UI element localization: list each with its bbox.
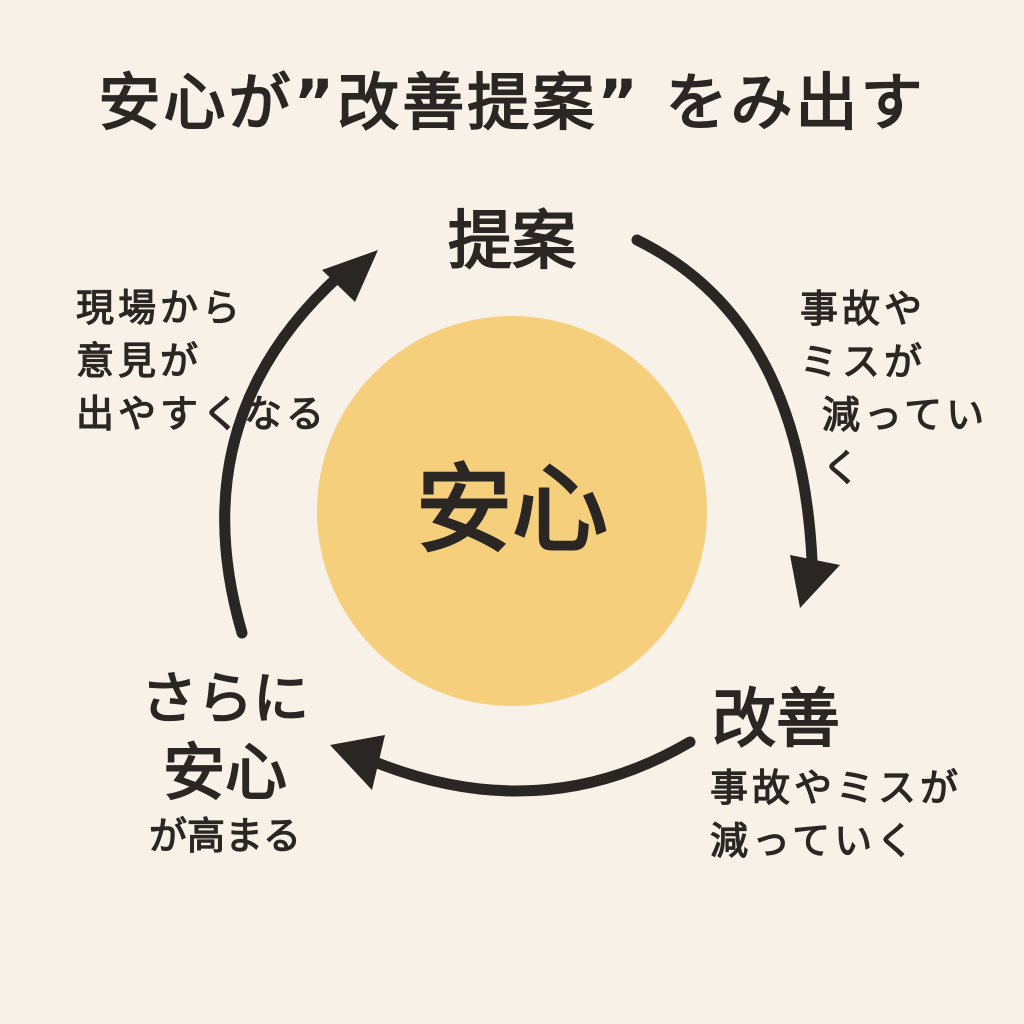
arrow-safety-to-proposal (219, 269, 346, 639)
note-bottom-right-line1: 事故やミスが (710, 766, 963, 810)
arrowhead-left-icon (330, 735, 385, 790)
node-more-safety-line1: さらに (141, 667, 309, 732)
node-more-safety: さらに 安心 が高まる (130, 665, 320, 861)
arrowhead-up-icon (322, 250, 378, 302)
node-more-safety-line3: が高まる (148, 814, 301, 858)
note-left: 現場から 意見が 出やすくなる (76, 282, 328, 441)
arrow-proposal-to-improvement (631, 234, 818, 566)
node-proposal: 提案 (448, 205, 576, 279)
note-right-line1: 事故や (800, 287, 927, 331)
note-bottom-right-line2: 減っていく (710, 819, 919, 863)
arrow-improvement-to-safety (364, 736, 696, 797)
center-label: 安心 (416, 454, 608, 566)
center-circle (317, 316, 707, 706)
note-right: 事故や ミスが 減っていく (800, 283, 1024, 495)
node-improvement: 改善 (712, 683, 840, 757)
note-right-line2: ミスが (800, 340, 927, 384)
node-more-safety-line2: 安心 (162, 736, 287, 809)
note-left-line2: 意見が (76, 339, 203, 383)
note-bottom-right: 事故やミスが 減っていく (710, 762, 962, 868)
diagram-title: 安心が”改善提案” をみ出す (98, 66, 926, 139)
note-right-line3: 減っていく (822, 393, 989, 490)
arrowhead-down-icon (790, 555, 840, 608)
note-left-line1: 現場から (76, 286, 245, 330)
note-left-line3: 出やすくなる (76, 392, 329, 436)
